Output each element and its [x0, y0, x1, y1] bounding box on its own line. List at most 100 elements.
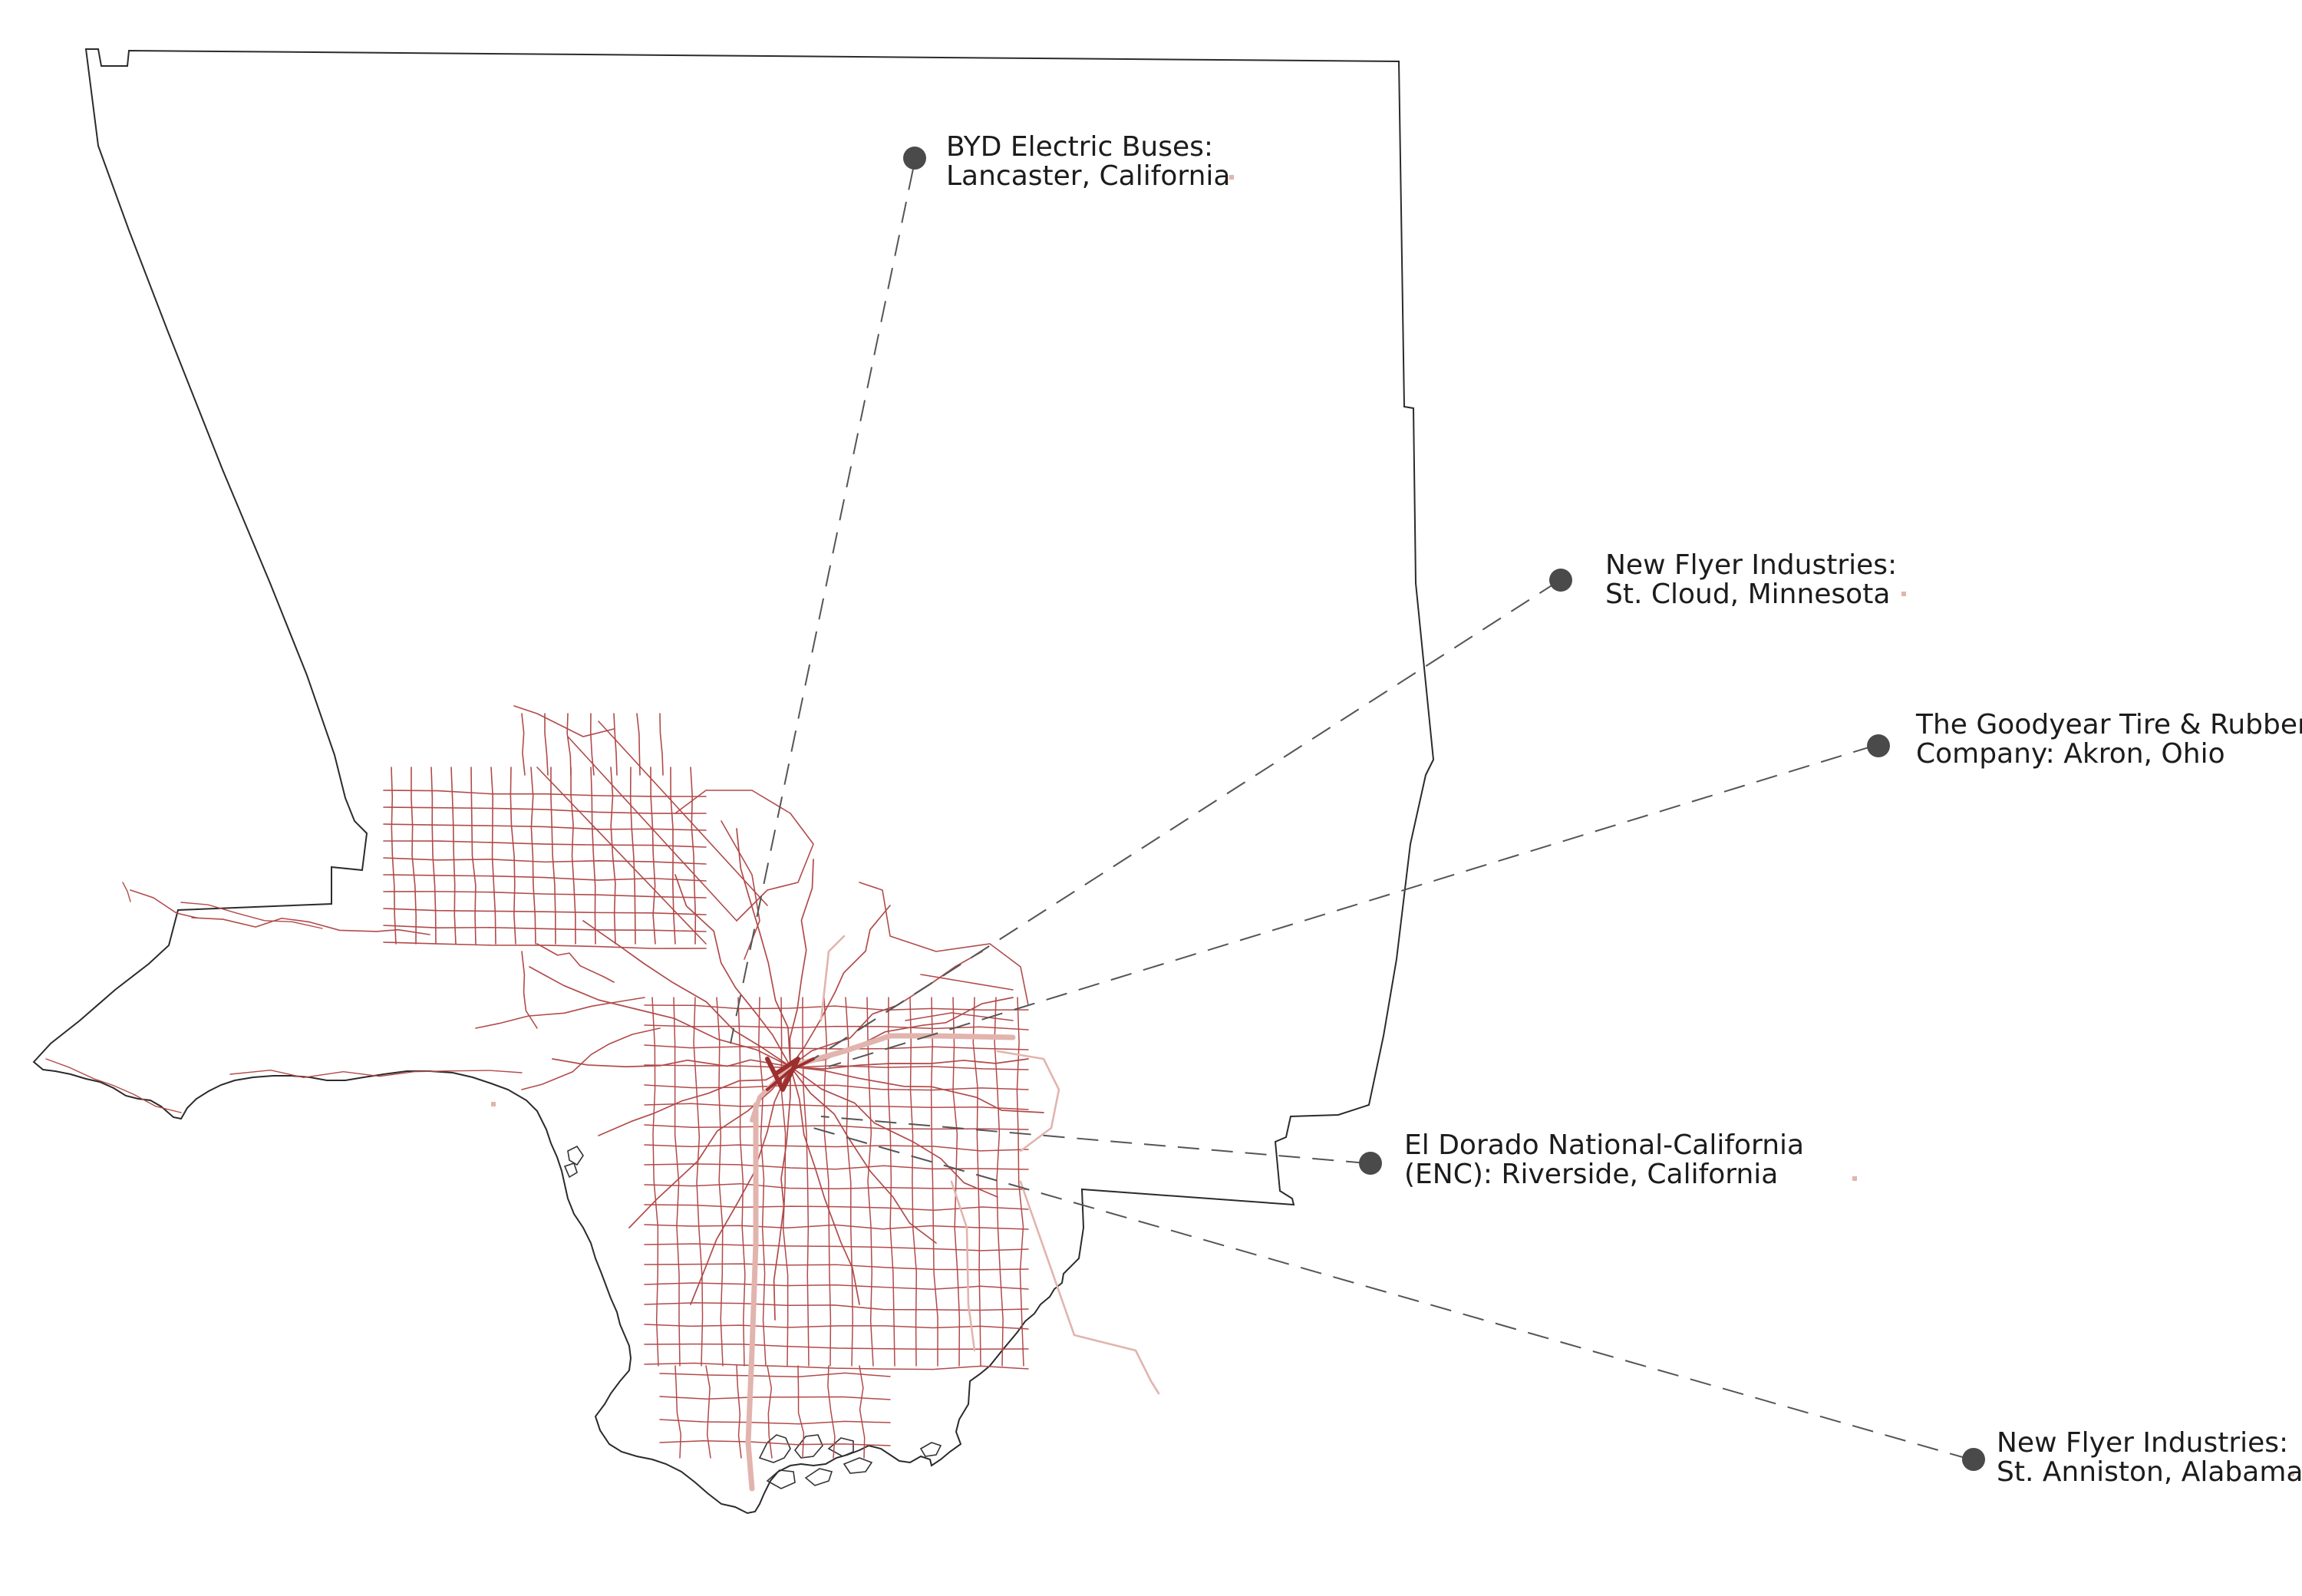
marker-eldorado[interactable]: [1359, 1152, 1382, 1175]
bus-route: [790, 1066, 1044, 1113]
bus-route: [797, 1365, 805, 1459]
bus-route: [529, 966, 791, 1067]
county-outline-path: [32, 48, 1435, 1515]
bus-route: [636, 713, 641, 776]
bus-route: [750, 1064, 793, 1123]
bus-route: [644, 1263, 1029, 1271]
marker-byd[interactable]: [903, 147, 926, 170]
port-shape: [843, 1457, 873, 1474]
bus-route: [229, 1069, 523, 1078]
label-dot: [1901, 592, 1906, 596]
label-goodyear: The Goodyear Tire & Rubber Company: Akro…: [1915, 709, 2302, 770]
bus-route: [510, 767, 516, 945]
bus-route: [644, 1243, 1029, 1251]
bus-route: [644, 1302, 1029, 1311]
bus-route: [920, 974, 1014, 991]
port-shape: [804, 1468, 833, 1486]
bus-route: [780, 997, 789, 1367]
bus-route: [859, 882, 1029, 1006]
bus-route: [383, 790, 707, 797]
bus-route: [644, 1084, 1029, 1091]
bus-route: [567, 736, 737, 922]
bus-route: [1016, 997, 1024, 1367]
port-shape: [567, 1145, 584, 1166]
bus-route: [644, 1103, 1029, 1110]
label-newflyer-al: New Flyer Industries: St. Anniston, Alab…: [1997, 1427, 2302, 1488]
bus-route: [130, 889, 197, 918]
bus-route: [930, 997, 938, 1367]
bus-route: [598, 721, 768, 906]
bus-route: [383, 857, 707, 865]
bus-route: [530, 767, 536, 945]
label-dot: [2290, 1472, 2294, 1476]
bus-route: [521, 951, 538, 1029]
bus-route: [552, 1058, 791, 1068]
bus-route: [773, 1066, 791, 1321]
bus-route: [787, 1033, 1016, 1070]
bus-route: [45, 1058, 182, 1113]
bus-route: [790, 1066, 937, 1244]
label-newflyer-al-line2: St. Anniston, Alabama: [1997, 1456, 2302, 1488]
bus-route: [866, 997, 874, 1367]
bus-route: [659, 1419, 891, 1425]
bus-route: [705, 1365, 711, 1459]
bus-route: [383, 891, 707, 899]
bus-route: [1019, 1180, 1160, 1395]
bus-route: [191, 917, 430, 935]
bus-route: [644, 1224, 1029, 1230]
bus-route: [767, 1365, 773, 1459]
bus-route: [670, 767, 676, 945]
label-eldorado: El Dorado National-California (ENC): Riv…: [1404, 1129, 1813, 1190]
leader-line-newflyer-mn: [813, 581, 1558, 1060]
bus-route: [802, 997, 810, 1367]
bus-route: [651, 997, 659, 1367]
bus-route: [544, 713, 549, 776]
bus-route: [659, 1372, 891, 1378]
bus-route: [391, 767, 397, 945]
bus-route: [674, 1365, 681, 1459]
bus-route: [644, 1004, 1029, 1011]
label-dots: [491, 175, 2294, 1476]
bus-route: [674, 874, 791, 1067]
marker-goodyear[interactable]: [1867, 734, 1890, 757]
bus-route: [430, 767, 437, 945]
bus-route: [790, 1066, 860, 1305]
bus-route: [716, 997, 724, 1367]
bus-route: [450, 767, 457, 945]
supplier-labels: BYD Electric Buses: Lancaster, Californi…: [946, 131, 2302, 1488]
bus-route: [790, 1066, 998, 1198]
bus-route: [650, 767, 656, 945]
bus-route: [790, 1058, 1029, 1070]
label-newflyer-mn-line2: St. Cloud, Minnesota: [1605, 579, 1890, 610]
bus-route: [644, 1324, 1029, 1330]
bus-route: [411, 767, 417, 945]
bus-route: [994, 997, 1004, 1367]
bus-route: [490, 767, 496, 945]
bus-route: [659, 713, 664, 776]
marker-newflyer-mn[interactable]: [1549, 569, 1572, 592]
port-shape: [793, 1434, 823, 1459]
bus-route: [690, 1066, 791, 1305]
bus-route: [887, 997, 895, 1367]
label-newflyer-mn-line1: New Flyer Industries:: [1605, 549, 1897, 581]
label-byd: BYD Electric Buses: Lancaster, Californi…: [946, 131, 1230, 192]
bus-route: [383, 925, 707, 932]
bus-route: [673, 997, 681, 1367]
bus-route: [820, 935, 846, 1022]
marker-newflyer-al[interactable]: [1962, 1448, 1985, 1471]
county-boundary: [32, 48, 1435, 1515]
bus-route: [629, 767, 636, 945]
bus-route: [737, 997, 746, 1367]
bus-route: [122, 882, 131, 902]
leader-line-byd: [730, 168, 914, 1044]
bus-route: [674, 790, 814, 922]
label-eldorado-line1: El Dorado National-California: [1404, 1129, 1804, 1161]
bus-route: [383, 874, 707, 882]
label-byd-line2: Lancaster, California: [946, 160, 1230, 192]
bus-route: [758, 997, 767, 1367]
port-shape: [766, 1469, 796, 1489]
bus-route: [905, 1012, 1014, 1021]
bus-route: [644, 1024, 1029, 1030]
